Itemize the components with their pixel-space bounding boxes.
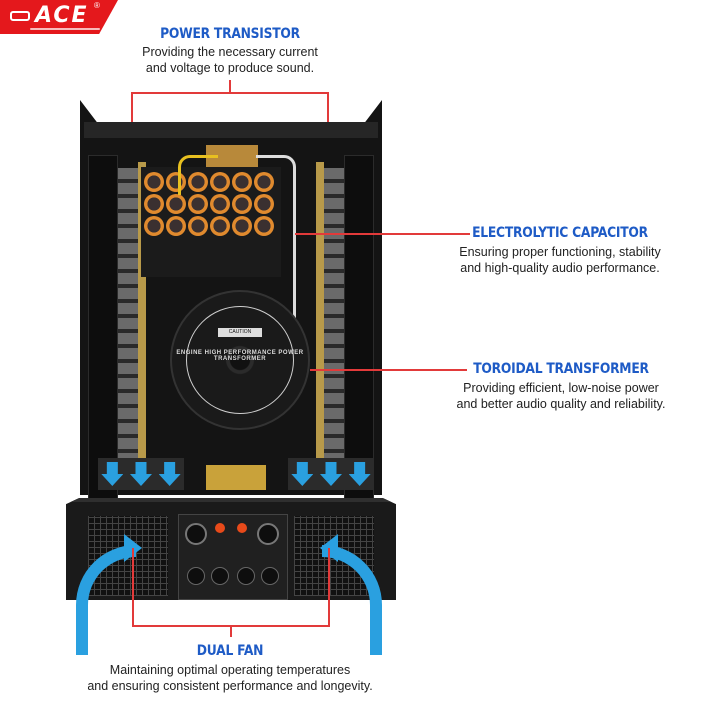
registered-mark: ® — [94, 1, 100, 10]
binding-post — [237, 523, 247, 533]
yellow-wire — [178, 155, 218, 195]
capacitor — [188, 194, 208, 214]
arrow-down-icon — [348, 462, 371, 486]
capacitor — [210, 194, 230, 214]
left-pcb-strip — [138, 162, 146, 482]
binding-post — [215, 523, 225, 533]
xlr-link-b — [187, 567, 205, 585]
right-transistor-bank — [324, 168, 344, 478]
callout-desc-line2: and better audio quality and reliability… — [456, 397, 666, 411]
callout-power-transistor: POWER TRANSISTOR Providing the necessary… — [130, 26, 330, 76]
capacitor — [166, 194, 186, 214]
caution-label: CAUTION — [218, 328, 262, 337]
left-airflow-zone — [98, 458, 184, 490]
leader-line — [131, 92, 328, 94]
logo-text: ACE — [35, 3, 89, 28]
toroidal-transformer: CAUTION ENGINE HIGH PERFORMANCE POWER TR… — [170, 290, 310, 430]
capacitor — [144, 194, 164, 214]
arrow-down-icon — [319, 462, 342, 486]
callout-desc-line2: and voltage to produce sound. — [145, 61, 315, 75]
right-airflow-zone — [288, 458, 374, 490]
callout-desc-line1: Ensuring proper functioning, stability — [459, 245, 661, 259]
xlr-input-a — [237, 567, 255, 585]
top-rail — [84, 122, 378, 138]
capacitor — [232, 172, 252, 192]
capacitor — [188, 216, 208, 236]
callout-desc-line1: Providing efficient, low-noise power — [463, 381, 659, 395]
callout-toroidal-transformer: TOROIDAL TRANSFORMER Providing efficient… — [448, 361, 674, 412]
leader-line — [295, 233, 470, 235]
callout-title: ELECTROLYTIC CAPACITOR — [472, 225, 648, 241]
white-wire — [256, 155, 296, 355]
callout-title: POWER TRANSISTOR — [160, 26, 300, 42]
transformer-ring — [186, 306, 294, 414]
capacitor — [188, 172, 208, 192]
left-transistor-bank — [118, 168, 138, 478]
leader-line — [229, 80, 231, 93]
logo-swoosh — [30, 28, 100, 30]
terminal-board — [206, 465, 266, 490]
brand-logo: ACE ® — [0, 0, 118, 34]
arrow-down-icon — [129, 462, 152, 486]
amplifier-cutaway-image: CAUTION ENGINE HIGH PERFORMANCE POWER TR… — [66, 100, 396, 655]
speakon-connector-a — [257, 523, 279, 545]
capacitor — [144, 172, 164, 192]
callout-dual-fan: DUAL FAN Maintaining optimal operating t… — [70, 643, 390, 694]
capacitor — [210, 216, 230, 236]
io-panel — [178, 514, 288, 600]
capacitor — [166, 216, 186, 236]
logo-emblem-icon — [10, 11, 30, 21]
speakon-connector-b — [185, 523, 207, 545]
right-pcb-strip — [316, 162, 324, 482]
capacitor — [254, 194, 274, 214]
xlr-input-b — [211, 567, 229, 585]
arrow-down-icon — [158, 462, 181, 486]
arrow-down-icon — [291, 462, 314, 486]
right-heatsink — [344, 155, 374, 500]
transformer-label: ENGINE HIGH PERFORMANCE POWER TRANSFORME… — [176, 350, 304, 362]
callout-electrolytic-capacitor: ELECTROLYTIC CAPACITOR Ensuring proper f… — [450, 225, 670, 276]
callout-title: TOROIDAL TRANSFORMER — [473, 361, 649, 377]
leader-line — [328, 548, 330, 626]
callout-desc-line1: Maintaining optimal operating temperatur… — [109, 663, 351, 677]
capacitor — [232, 194, 252, 214]
arrow-down-icon — [101, 462, 124, 486]
callout-desc-line2: and ensuring consistent performance and … — [87, 679, 373, 693]
xlr-link-a — [261, 567, 279, 585]
capacitor — [254, 172, 274, 192]
callout-title: DUAL FAN — [196, 643, 264, 659]
callout-desc-line1: Providing the necessary current — [142, 45, 318, 59]
leader-line — [132, 548, 134, 626]
capacitor-bank — [144, 172, 274, 236]
leader-line — [310, 369, 467, 371]
leader-line — [230, 625, 232, 637]
capacitor — [254, 216, 274, 236]
left-heatsink — [88, 155, 118, 500]
capacitor — [232, 216, 252, 236]
callout-desc-line2: and high-quality audio performance. — [460, 261, 660, 275]
capacitor — [144, 216, 164, 236]
